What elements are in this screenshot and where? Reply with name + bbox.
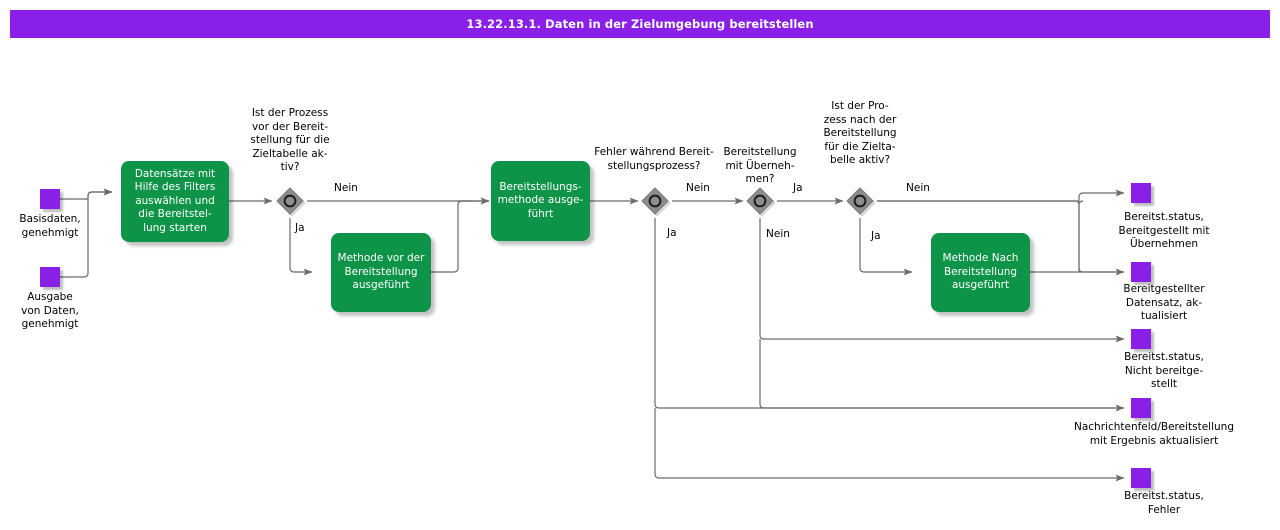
end-event-datensatz-aktualisiert[interactable] [1131, 262, 1151, 282]
end-event-fehler-label: Bereitst.status, Fehler [1124, 490, 1204, 516]
edge-label-gw1-ja: Ja [295, 222, 305, 234]
gateway-prozess-vor[interactable] [275, 186, 306, 217]
task-datensaetze-label: Datensätze mit Hilfe des Filters auswähl… [134, 167, 216, 234]
task-bereitstellungsmethode[interactable]: Bereitstellungs- methode ausge- führt [491, 161, 590, 241]
start-event-ausgabe[interactable] [40, 267, 60, 287]
start-event-basisdaten[interactable] [40, 189, 60, 209]
end-event-nachrichtenfeld[interactable] [1131, 398, 1151, 418]
task-datensaetze[interactable]: Datensätze mit Hilfe des Filters auswähl… [121, 161, 229, 242]
gateway-ring-icon [853, 194, 867, 208]
edge-label-gw4-ja: Ja [871, 230, 881, 242]
page-title: 13.22.13.1. Daten in der Zielumgebung be… [466, 17, 814, 31]
task-bereitstellungsmethode-label: Bereitstellungs- methode ausge- führt [497, 180, 584, 220]
edge-label-gw3-ja: Ja [793, 182, 803, 194]
edge-gw3-nein-to-nachrichtenfeld [759, 339, 1124, 409]
gateway-prozess-vor-label: Ist der Prozess vor der Bereit- stellung… [250, 107, 330, 173]
edge-label-gw4-nein: Nein [906, 182, 930, 194]
edge-label-gw2-ja: Ja [667, 227, 677, 239]
start-event-ausgabe-label: Ausgabe von Daten, genehmigt [21, 291, 79, 330]
end-event-datensatz-aktualisiert-label: Bereitgestellter Datensatz, ak- tualisie… [1123, 283, 1205, 322]
edge-task2-to-task3 [431, 197, 490, 273]
end-event-nicht-bereitgestellt-label: Bereitst.status, Nicht bereitge- stellt [1124, 351, 1204, 390]
edge-label-gw1-nein: Nein [334, 182, 358, 194]
end-event-nicht-bereitgestellt[interactable] [1131, 329, 1151, 349]
gateway-uebernehmen[interactable] [745, 186, 776, 217]
end-event-fehler[interactable] [1131, 468, 1151, 488]
end-event-bereitgestellt-uebernehmen-label: Bereitst.status, Bereitgestellt mit Über… [1118, 211, 1210, 250]
gateway-prozess-nach-label: Ist der Pro- zess nach der Bereitstellun… [823, 100, 897, 166]
edge-gw4-ja-to-task4 [859, 218, 913, 276]
start-event-basisdaten-label: Basisdaten, genehmigt [19, 213, 81, 239]
gateway-uebernehmen-label: Bereitstellung mit Überneh- men? [723, 146, 797, 185]
task-methode-nach[interactable]: Methode Nach Bereitstellung ausgeführt [931, 233, 1030, 312]
gateway-ring-icon [753, 194, 767, 208]
edge-basisdaten-to-task1 [60, 188, 113, 200]
gateway-prozess-nach[interactable] [845, 186, 876, 217]
gateway-ring-icon [283, 194, 297, 208]
gateway-ring-icon [648, 194, 662, 208]
task-methode-nach-label: Methode Nach Bereitstellung ausgeführt [942, 252, 1019, 292]
title-bar: 13.22.13.1. Daten in der Zielumgebung be… [10, 10, 1270, 38]
gateway-fehler[interactable] [640, 186, 671, 217]
gateway-fehler-label: Fehler während Bereit- stellungsprozess? [594, 146, 714, 172]
edge-label-gw2-nein: Nein [686, 182, 710, 194]
end-event-bereitgestellt-uebernehmen[interactable] [1131, 183, 1151, 203]
task-methode-vor-label: Methode vor der Bereitstellung ausgeführ… [337, 252, 425, 292]
end-event-nachrichtenfeld-label: Nachrichtenfeld/Bereitstellung mit Ergeb… [1074, 421, 1234, 447]
task-methode-vor[interactable]: Methode vor der Bereitstellung ausgeführ… [331, 233, 431, 312]
edge-gw2-ja-to-nachrichtenfeld [654, 218, 1125, 412]
edge-label-gw3-nein: Nein [766, 228, 790, 240]
